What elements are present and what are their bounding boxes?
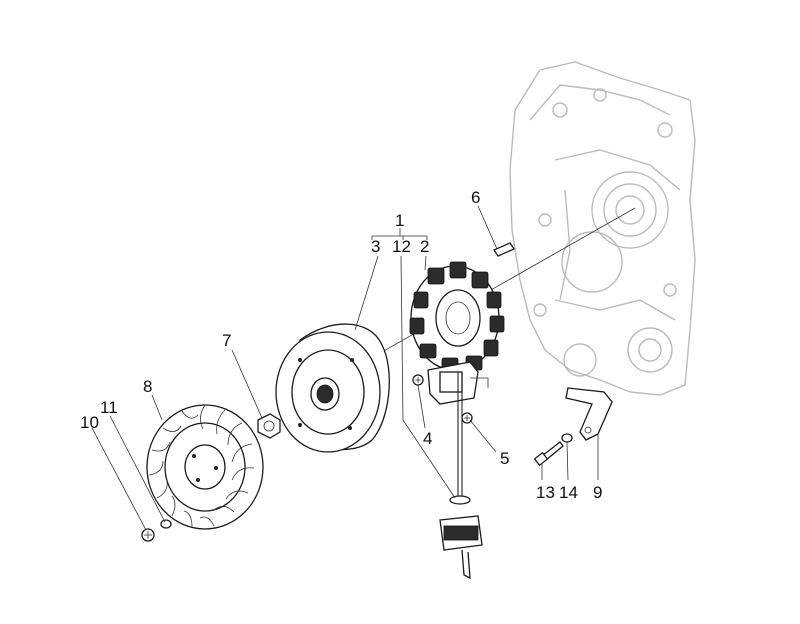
- callout-8: 8: [143, 377, 152, 396]
- callout-5: 5: [500, 449, 509, 468]
- callout-1: 1: [395, 211, 404, 230]
- callout-6: 6: [471, 188, 480, 207]
- flywheel-nut: [257, 413, 281, 439]
- pickup-sensor: [427, 361, 489, 405]
- crankcase-housing: [509, 61, 696, 396]
- screw-5: [461, 412, 473, 424]
- wiring-harness: [439, 372, 483, 580]
- callout-12: 12: [392, 237, 411, 256]
- flywheel-rotor: [275, 323, 390, 453]
- callout-7: 7: [222, 331, 231, 350]
- cooling-fan: [146, 404, 264, 530]
- callout-13: 13: [536, 483, 555, 502]
- callout-11: 11: [100, 398, 118, 417]
- callout-10: 10: [80, 413, 99, 432]
- callout-14: 14: [559, 483, 578, 502]
- callout-9: 9: [593, 483, 602, 502]
- screw-10: [141, 528, 155, 542]
- callout-labels: 1 3 12 2 6 7 8 11 10 4 5 13 14 9: [80, 188, 602, 502]
- callout-3: 3: [371, 237, 380, 256]
- callout-2: 2: [420, 237, 429, 256]
- washer-11: [160, 519, 172, 529]
- bolt-13: [533, 441, 564, 467]
- leader-lines: [91, 205, 599, 531]
- cable-bracket: [565, 387, 613, 441]
- screw-4: [412, 374, 424, 386]
- washer-14: [561, 433, 573, 443]
- stator-coil: [409, 261, 505, 373]
- woodruff-key: [493, 242, 515, 257]
- callout-4: 4: [423, 429, 432, 448]
